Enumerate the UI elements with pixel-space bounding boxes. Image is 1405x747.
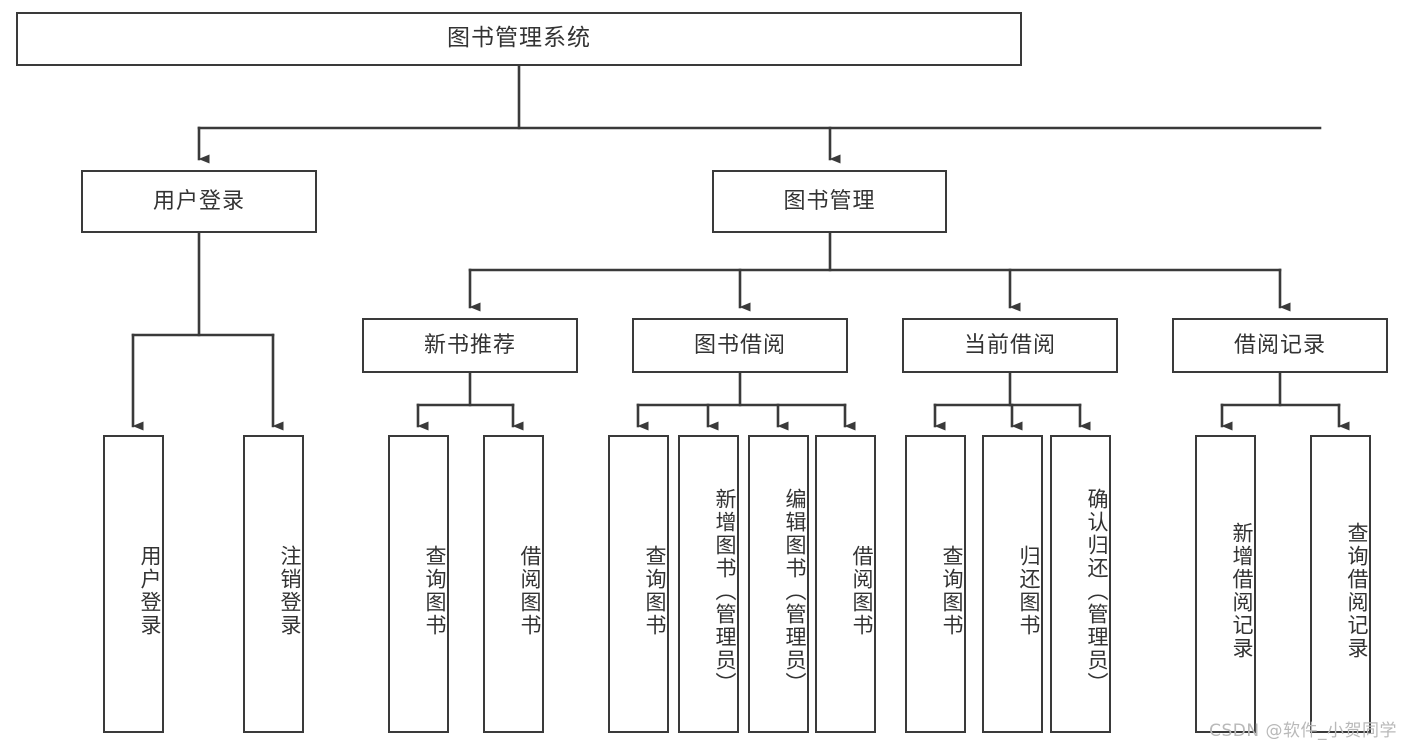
- node-label: 借阅图书: [850, 545, 874, 637]
- leaf-record-query-record[interactable]: 查询借阅记录: [1310, 435, 1371, 733]
- leaf-recommend-query-book[interactable]: 查询图书: [388, 435, 449, 733]
- node-label: 新书推荐: [423, 332, 516, 358]
- node-label: 编辑图书（管理员）: [783, 487, 807, 695]
- node-label: 新增图书（管理员）: [713, 487, 737, 695]
- node-root-book-management-system[interactable]: 图书管理系统: [16, 12, 1022, 66]
- leaf-current-confirm-return-admin[interactable]: 确认归还（管理员）: [1050, 435, 1111, 733]
- leaf-user-login-signout[interactable]: 注销登录: [243, 435, 304, 733]
- node-label: 归还图书: [1017, 545, 1041, 637]
- leaf-borrow-query-book[interactable]: 查询图书: [608, 435, 669, 733]
- node-borrow-record[interactable]: 借阅记录: [1172, 318, 1388, 373]
- node-book-borrow[interactable]: 图书借阅: [632, 318, 848, 373]
- leaf-current-return-book[interactable]: 归还图书: [982, 435, 1043, 733]
- node-label: 确认归还（管理员）: [1085, 487, 1109, 695]
- node-user-login[interactable]: 用户登录: [81, 170, 317, 233]
- node-label: 图书管理: [783, 188, 876, 214]
- leaf-user-login-signin[interactable]: 用户登录: [103, 435, 164, 733]
- node-label: 查询图书: [643, 545, 667, 637]
- node-label: 新增借阅记录: [1230, 522, 1254, 660]
- node-label: 查询图书: [940, 545, 964, 637]
- leaf-current-query-book[interactable]: 查询图书: [905, 435, 966, 733]
- leaf-borrow-borrow-book[interactable]: 借阅图书: [815, 435, 876, 733]
- node-new-book-recommend[interactable]: 新书推荐: [362, 318, 578, 373]
- node-label: 借阅图书: [518, 545, 542, 637]
- node-current-borrow[interactable]: 当前借阅: [902, 318, 1118, 373]
- node-label: 查询借阅记录: [1345, 522, 1369, 660]
- node-label: 当前借阅: [963, 332, 1056, 358]
- leaf-record-add-record[interactable]: 新增借阅记录: [1195, 435, 1256, 733]
- node-label: 查询图书: [423, 545, 447, 637]
- node-label: 图书管理系统: [447, 25, 591, 52]
- node-label: 借阅记录: [1233, 332, 1326, 358]
- node-label: 注销登录: [278, 545, 302, 637]
- csdn-watermark: CSDN @软件_小贺同学: [1209, 721, 1397, 741]
- node-label: 图书借阅: [693, 332, 786, 358]
- node-book-management[interactable]: 图书管理: [712, 170, 947, 233]
- leaf-borrow-add-book-admin[interactable]: 新增图书（管理员）: [678, 435, 739, 733]
- node-label: 用户登录: [152, 188, 245, 214]
- node-label: 用户登录: [138, 545, 162, 637]
- leaf-recommend-borrow-book[interactable]: 借阅图书: [483, 435, 544, 733]
- leaf-borrow-edit-book-admin[interactable]: 编辑图书（管理员）: [748, 435, 809, 733]
